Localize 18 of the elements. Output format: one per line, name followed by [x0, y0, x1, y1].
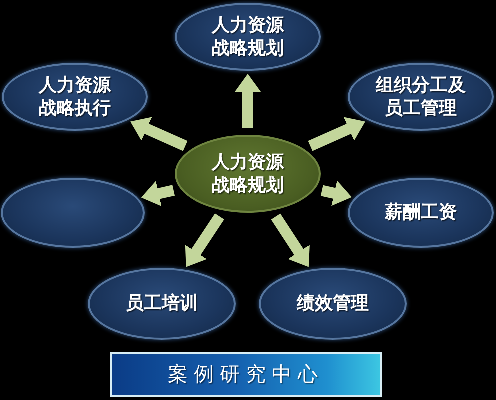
ellipse-node	[348, 63, 494, 131]
arrow	[128, 116, 188, 152]
ellipse-node	[175, 135, 321, 213]
node-label: 薪酬工资	[384, 201, 458, 225]
arrow	[308, 116, 368, 152]
arrow	[320, 180, 354, 206]
ellipse-node	[1, 178, 145, 248]
banner: 案例研究中心	[110, 352, 382, 397]
node-label: 绩效管理	[296, 292, 370, 316]
arrow	[235, 74, 261, 128]
arrow	[140, 181, 175, 207]
node-label: 员工培训	[124, 292, 199, 316]
ellipse-node	[2, 63, 148, 131]
ellipse-node	[348, 178, 494, 248]
node-label: 人力资源战略规划	[210, 150, 286, 198]
node-label: 组织分工及员工管理	[374, 74, 467, 120]
node-label: 人力资源战略执行	[38, 74, 112, 120]
node-label: 人力资源战略规划	[210, 14, 286, 60]
